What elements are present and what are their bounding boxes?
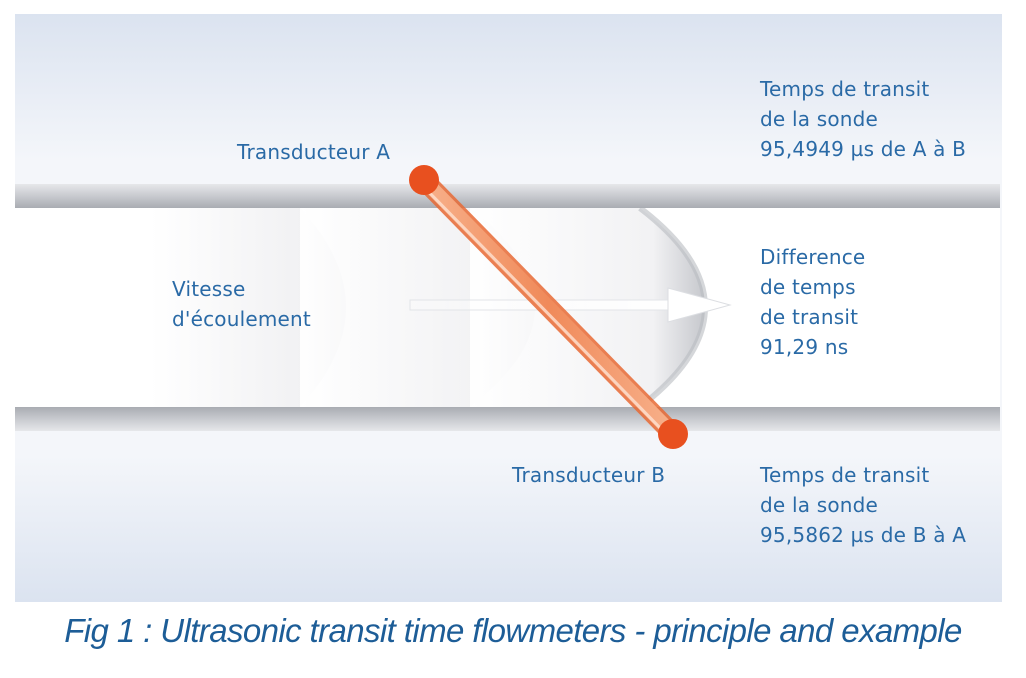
transducer-a-dot: [409, 165, 439, 195]
flow-profile-bulge-1: [150, 208, 346, 407]
transducer-b-label: Transducteur B: [512, 463, 666, 487]
pipe-wall-bottom: [15, 407, 1000, 431]
pipe-wall-top: [15, 184, 1000, 208]
transducer-a-label: Transducteur A: [237, 140, 391, 164]
ultrasonic-beam: [416, 172, 681, 442]
transducer-b-dot: [658, 419, 688, 449]
transit-a-to-b-label: Temps de transit de la sonde 95,4949 µs …: [760, 77, 967, 161]
transit-difference-label: Difference de temps de transit 91,29 ns: [760, 245, 866, 359]
flow-velocity-label: Vitesse d'écoulement: [172, 277, 311, 331]
transit-b-to-a-label: Temps de transit de la sonde 95,5862 µs …: [760, 463, 967, 547]
figure-caption: Fig 1 : Ultrasonic transit time flowmete…: [64, 612, 962, 649]
flow-profile: [150, 208, 708, 407]
